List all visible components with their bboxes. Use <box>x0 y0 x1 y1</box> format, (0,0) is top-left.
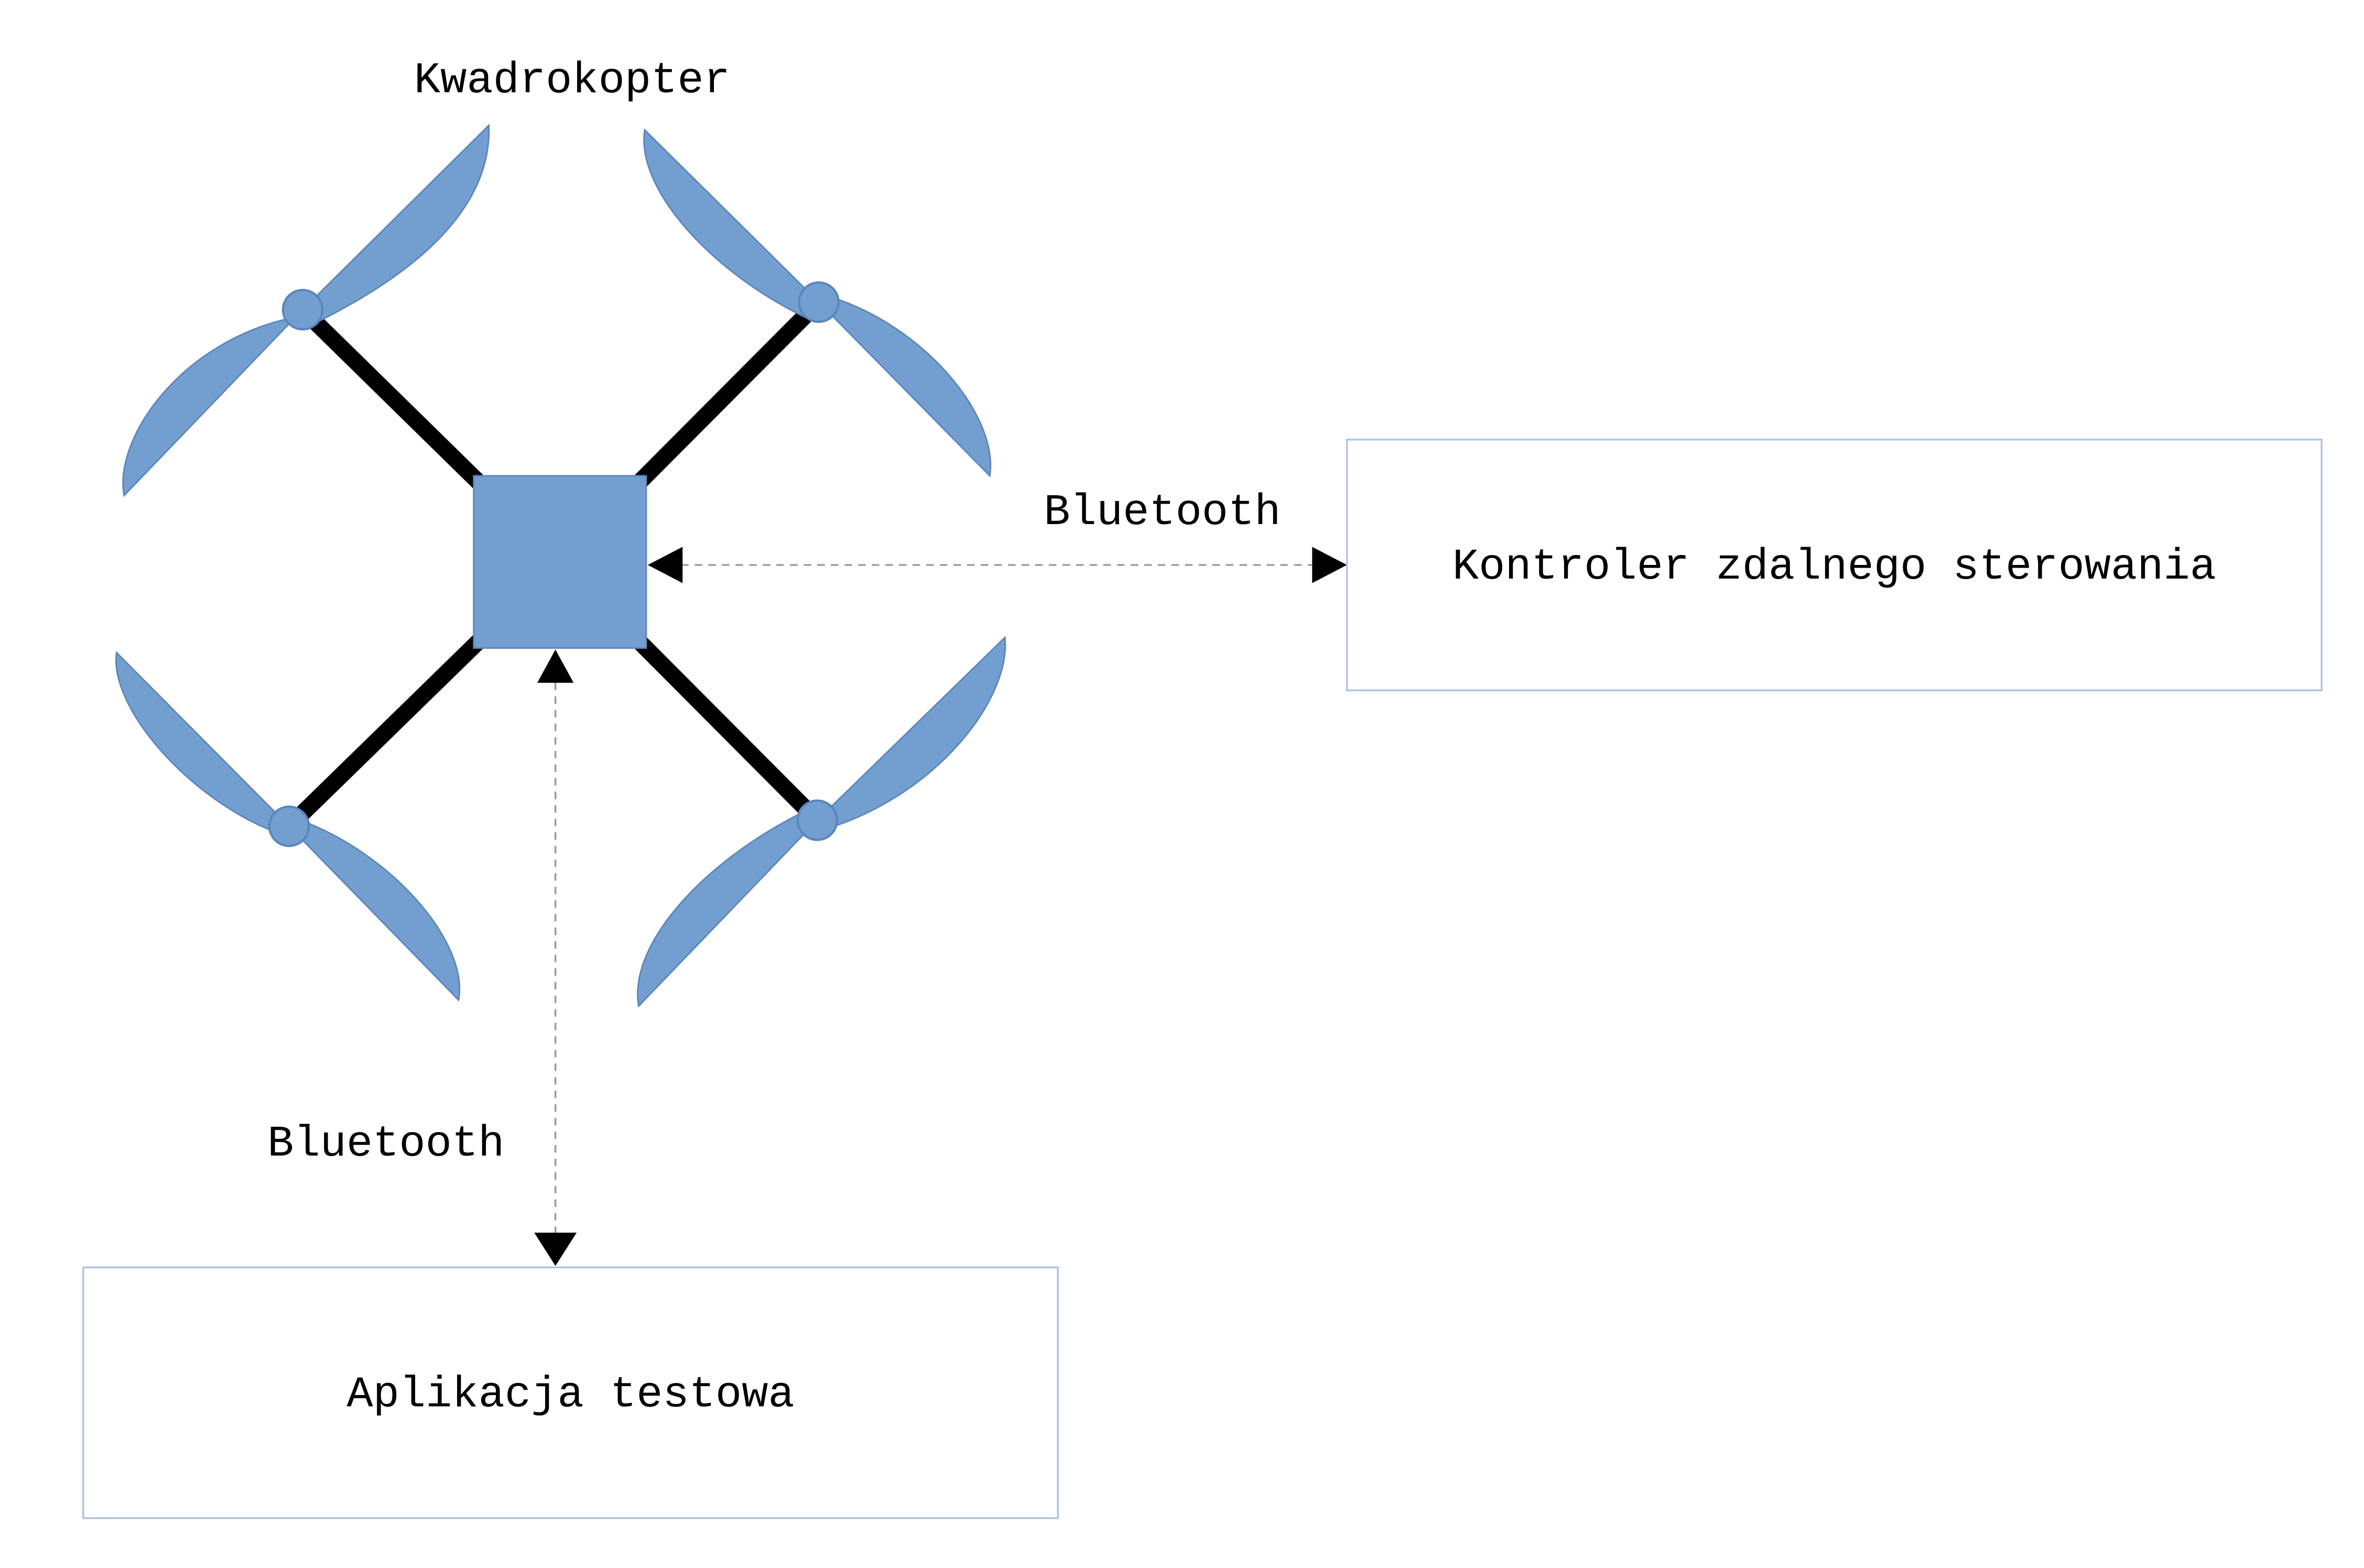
motor-hub-top-right <box>798 281 840 323</box>
propeller-blade <box>115 651 290 835</box>
propeller-blade <box>288 818 460 1002</box>
motor-hub-bottom-right <box>796 799 838 841</box>
controller-box: Kontroler zdalnego sterowania <box>1346 439 2323 692</box>
motor-hub-bottom-left <box>268 805 310 847</box>
link-app-label: Bluetooth <box>267 1119 504 1169</box>
link-controller-label: Bluetooth <box>1044 488 1281 538</box>
drone-body <box>473 475 647 649</box>
propeller-blade <box>643 128 820 319</box>
propeller-blade <box>301 123 490 323</box>
arrowhead-left <box>647 547 683 583</box>
app-box: Aplikacja testowa <box>82 1266 1059 1519</box>
propeller-blade <box>122 309 303 497</box>
app-box-frame <box>82 1266 1059 1519</box>
app-box-label: Aplikacja testowa <box>346 1370 794 1420</box>
link-drone-controller <box>647 547 1347 583</box>
propeller-blade <box>816 636 1006 829</box>
link-drone-app <box>534 649 577 1266</box>
motor-hub-top-left <box>281 289 324 331</box>
arrowhead-right <box>1312 547 1347 583</box>
arrowhead-down <box>534 1233 577 1266</box>
propeller-blade <box>817 295 992 478</box>
propeller-blades <box>115 123 1006 1008</box>
controller-box-label: Kontroler zdalnego sterowania <box>1452 542 2216 592</box>
propeller-blade <box>637 810 819 1008</box>
motor-hubs <box>268 281 840 847</box>
quadcopter <box>115 123 1006 1008</box>
arrowhead-up <box>537 649 574 683</box>
drone-title: Kwadrokopter <box>414 56 730 106</box>
controller-box-frame <box>1346 439 2323 692</box>
